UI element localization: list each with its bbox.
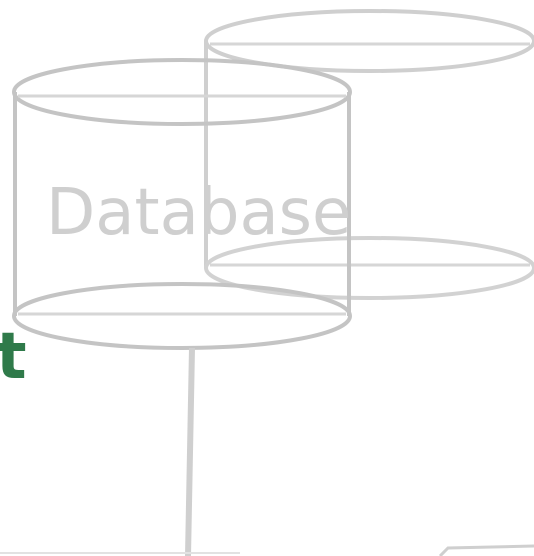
partial-letter: t (0, 320, 27, 394)
database-cylinder-front: Database (12, 58, 352, 350)
front-cylinder-top (12, 58, 352, 126)
database-label: Database (46, 176, 351, 250)
front-cylinder-bottom (12, 282, 352, 350)
connector-line (185, 347, 195, 556)
database-cylinder-back (204, 9, 534, 300)
bottom-edge-shape-right (438, 544, 534, 556)
back-cylinder-bottom (204, 236, 534, 300)
